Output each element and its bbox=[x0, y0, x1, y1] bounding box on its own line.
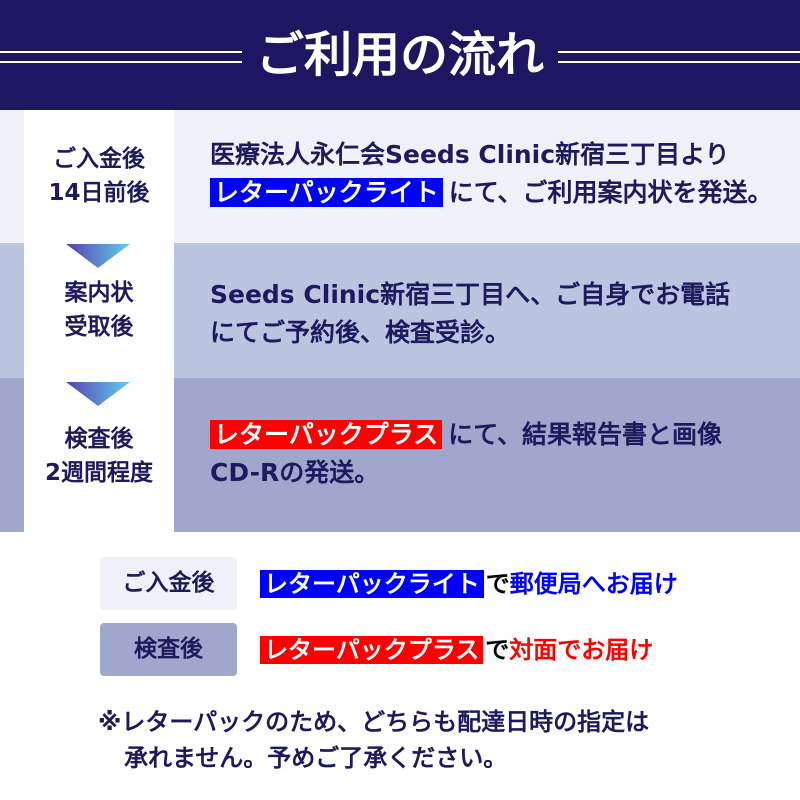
text-line: Seeds Clinic新宿三丁目へ、ご自身でお電話 bbox=[210, 280, 731, 309]
step-1-label: ご入金後 14日前後 bbox=[24, 142, 174, 210]
legend-label-payment: ご入金後 bbox=[100, 557, 237, 610]
particle: で bbox=[485, 636, 510, 664]
header-banner: ご利用の流れ bbox=[0, 0, 800, 110]
text-line: 医療法人永仁会Seeds Clinic新宿三丁目より bbox=[210, 140, 730, 169]
legend-desc: 対面でお届け bbox=[509, 636, 654, 664]
label-line: ご入金後 bbox=[53, 146, 145, 172]
step-1-text: 医療法人永仁会Seeds Clinic新宿三丁目より レターパックライトにて、ご… bbox=[210, 136, 790, 212]
text-line: にて、ご利用案内状を発送。 bbox=[448, 178, 773, 207]
legend-item-plus: レターパックプラスで対面でお届け bbox=[260, 633, 653, 667]
step-label-column bbox=[24, 110, 174, 532]
letterpack-light-badge: レターパックライト bbox=[210, 178, 443, 207]
text-line: にて、結果報告書と画像 bbox=[448, 420, 723, 449]
step-2-label: 案内状受取後 bbox=[24, 276, 174, 344]
step-3-text: レターパックプラスにて、結果報告書と画像 CD-Rの発送。 bbox=[210, 416, 790, 492]
notice: ※レターパックのため、どちらも配達日時の指定は 承れません。予めご了承ください。 bbox=[98, 704, 649, 776]
legend-item-light: レターパックライトで郵便局へお届け bbox=[260, 567, 678, 601]
step-3-label: 検査後 2週間程度 bbox=[24, 422, 174, 490]
service-badge: レターパックライト bbox=[260, 570, 484, 598]
page-title: ご利用の流れ bbox=[241, 27, 558, 83]
label-line: 受取後 bbox=[64, 314, 134, 340]
particle: で bbox=[485, 570, 510, 598]
text-line: CD-Rの発送。 bbox=[210, 458, 380, 487]
legend-desc: 郵便局へお届け bbox=[509, 570, 678, 598]
service-badge: レターパックプラス bbox=[260, 636, 484, 664]
notice-line: ※レターパックのため、どちらも配達日時の指定は bbox=[98, 708, 650, 736]
legend-label-exam: 検査後 bbox=[100, 623, 237, 676]
text-line: にてご予約後、検査受診。 bbox=[210, 318, 511, 347]
label-line: 検査後 bbox=[64, 426, 134, 452]
label-line: 案内状 bbox=[64, 280, 134, 306]
label-line: 14日前後 bbox=[48, 180, 150, 206]
notice-line: 承れません。予めご了承ください。 bbox=[124, 744, 508, 772]
letterpack-plus-badge: レターパックプラス bbox=[210, 420, 443, 449]
step-2-text: Seeds Clinic新宿三丁目へ、ご自身でお電話 にてご予約後、検査受診。 bbox=[210, 276, 790, 352]
label-line: 2週間程度 bbox=[44, 460, 153, 486]
